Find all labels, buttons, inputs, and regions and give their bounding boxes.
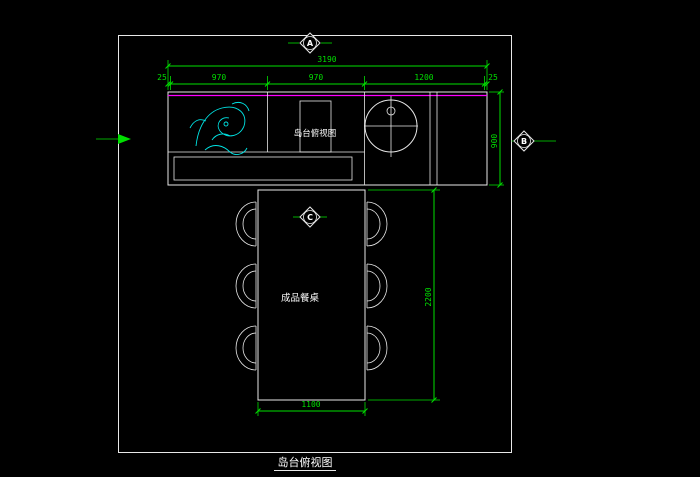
dim-seg2-value: 970 <box>309 73 324 82</box>
dim-tick <box>481 81 488 87</box>
dim-tick <box>497 89 503 95</box>
table-outline <box>257 189 366 401</box>
dim-tick <box>497 182 503 188</box>
dim-tick <box>484 63 490 69</box>
sink <box>364 96 418 157</box>
dim-total-width: 3190 <box>165 55 490 69</box>
dining-table: 成品餐桌 <box>257 189 366 401</box>
drawing-border <box>118 35 512 453</box>
marker-c-label: C <box>307 213 313 222</box>
island-counter: 岛台俯视图 <box>167 91 488 186</box>
dim-counter-depth: 900 <box>489 89 504 188</box>
chair <box>235 325 257 371</box>
dim-tick <box>431 187 437 193</box>
dim-seg1-value: 970 <box>212 73 227 82</box>
marker-b-label: B <box>521 137 527 146</box>
dim-tick <box>361 81 368 87</box>
marker-c-circle-icon <box>303 210 317 224</box>
counter-outline <box>167 91 488 186</box>
counter-drawer-front <box>173 156 353 181</box>
marker-a-label: A <box>307 39 314 48</box>
marker-b-circle-icon <box>517 134 531 148</box>
dim-tick <box>165 81 171 87</box>
left-section-arrow <box>96 134 131 144</box>
section-marker-a: A <box>288 32 332 54</box>
section-marker-c: C <box>293 206 327 228</box>
counter-hob-outline <box>299 100 332 153</box>
sink-drain <box>386 106 396 116</box>
dim-margin-right-value: 25 <box>488 73 498 82</box>
chair <box>235 263 257 309</box>
marker-a-circle-icon <box>303 36 317 50</box>
dim-tick <box>431 397 437 403</box>
dim-seg3-value: 1200 <box>414 73 433 82</box>
table-label: 成品餐桌 <box>281 292 320 304</box>
dim-table-width-value: 1100 <box>301 400 320 409</box>
dim-tick <box>165 63 171 69</box>
dim-tick <box>264 81 271 87</box>
title-block: 岛台俯视图 <box>274 455 336 471</box>
dim-tick <box>362 408 368 414</box>
marker-b-diamond-icon <box>513 130 535 152</box>
dim-table-width: 1100 <box>255 400 368 416</box>
section-marker-b: B <box>511 130 556 152</box>
chair <box>366 325 388 371</box>
dim-tick <box>484 81 490 87</box>
dim-tick <box>255 408 261 414</box>
chairs-right <box>366 201 388 371</box>
dim-tick <box>167 81 174 87</box>
counter-label: 岛台俯视图 <box>294 128 337 139</box>
dim-table-length-value: 2200 <box>424 287 433 306</box>
top-dim-extensions <box>167 60 488 90</box>
dim-total-width-value: 3190 <box>317 55 336 64</box>
chairs-left <box>235 201 257 371</box>
chair <box>366 263 388 309</box>
dim-table-length: 2200 <box>368 187 440 403</box>
marker-c-diamond-icon <box>299 206 321 228</box>
dim-depth-value: 900 <box>490 134 499 149</box>
dim-margin-left-value: 25 <box>157 73 167 82</box>
drawing-title: 岛台俯视图 <box>278 455 333 469</box>
marker-a-diamond-icon <box>299 32 321 54</box>
dragon-pattern <box>189 101 250 155</box>
arrow-head-icon <box>118 134 131 144</box>
chair <box>235 201 257 247</box>
dim-segments: 25 970 970 1200 25 <box>157 73 498 87</box>
chair <box>366 201 388 247</box>
